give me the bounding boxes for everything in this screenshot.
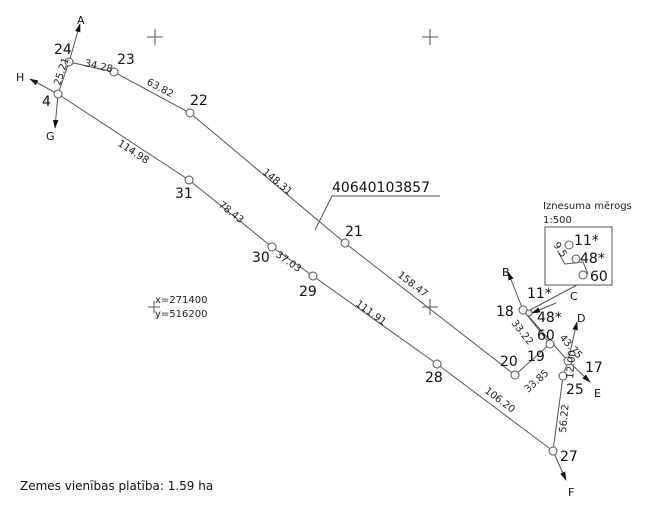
point-20: 20 (500, 354, 518, 370)
parcel-id: 40640103857 (332, 180, 430, 196)
inset-point-48: 48* (580, 251, 605, 267)
inset-point-11: 11* (574, 233, 599, 249)
point-29: 29 (299, 284, 317, 300)
point-19: 19 (527, 349, 545, 365)
direction-g: G (46, 130, 55, 143)
dim-25-27: 56.22 (558, 404, 571, 433)
direction-h: H (16, 71, 24, 84)
dim-29-30: 37.03 (273, 249, 303, 274)
dimension-labels: 25.21 34.28 63.82 148.31 158.47 33.85 33… (52, 56, 584, 433)
parcel-area: Zemes vienības platība: 1.59 ha (20, 479, 214, 493)
direction-c: C (570, 290, 578, 303)
coord-y: y=516200 (155, 309, 207, 320)
dim-20-19: 33.85 (523, 368, 552, 395)
point-28: 28 (425, 370, 443, 386)
dim-17-25: 12.00 (565, 350, 578, 379)
coord-x: x=271400 (155, 295, 207, 306)
points (53, 57, 573, 456)
point-labels: 24 4 23 22 21 20 19 18 11* 48* 60 17 25 … (42, 42, 603, 465)
direction-e: E (594, 387, 601, 400)
direction-arrows (29, 23, 591, 481)
direction-f: F (568, 486, 574, 499)
inset-scale: Iznesuma mērogs 1:500 9.5 11* 48* 60 (529, 201, 632, 311)
parcel-id-callout: 40640103857 (314, 180, 440, 231)
dim-28-29: 111.91 (353, 299, 388, 328)
point-21: 21 (345, 224, 363, 240)
point-24: 24 (54, 42, 72, 58)
point-30: 30 (252, 250, 270, 266)
inset-scale-value: 1:500 (543, 215, 572, 226)
point-48: 48* (537, 310, 562, 326)
dim-30-31: 78.43 (216, 200, 245, 226)
inset-point-60: 60 (590, 269, 608, 285)
dim-24-23: 34.28 (83, 58, 113, 75)
point-27: 27 (560, 449, 578, 465)
point-22: 22 (190, 93, 208, 109)
point-60: 60 (537, 328, 555, 344)
point-4: 4 (42, 94, 51, 110)
point-23: 23 (117, 52, 135, 68)
grid-crosses (147, 29, 438, 315)
direction-a: A (77, 14, 85, 27)
coordinate-label: x=271400 y=516200 (155, 295, 207, 320)
direction-b: B (502, 266, 510, 279)
boundary (57, 61, 569, 452)
point-17: 17 (585, 360, 603, 376)
dim-22-21: 148.31 (260, 167, 294, 198)
direction-labels: A B C D E F G H (16, 14, 601, 499)
direction-d: D (577, 312, 585, 325)
inset-title: Iznesuma mērogs (543, 201, 632, 212)
dim-24-4: 25.21 (52, 56, 71, 87)
point-31: 31 (175, 186, 193, 202)
dim-19-18: 33.22 (509, 318, 535, 347)
point-18: 18 (496, 304, 514, 320)
dim-31-4: 114.98 (115, 138, 150, 166)
point-25: 25 (566, 382, 584, 398)
point-11: 11* (527, 286, 552, 302)
